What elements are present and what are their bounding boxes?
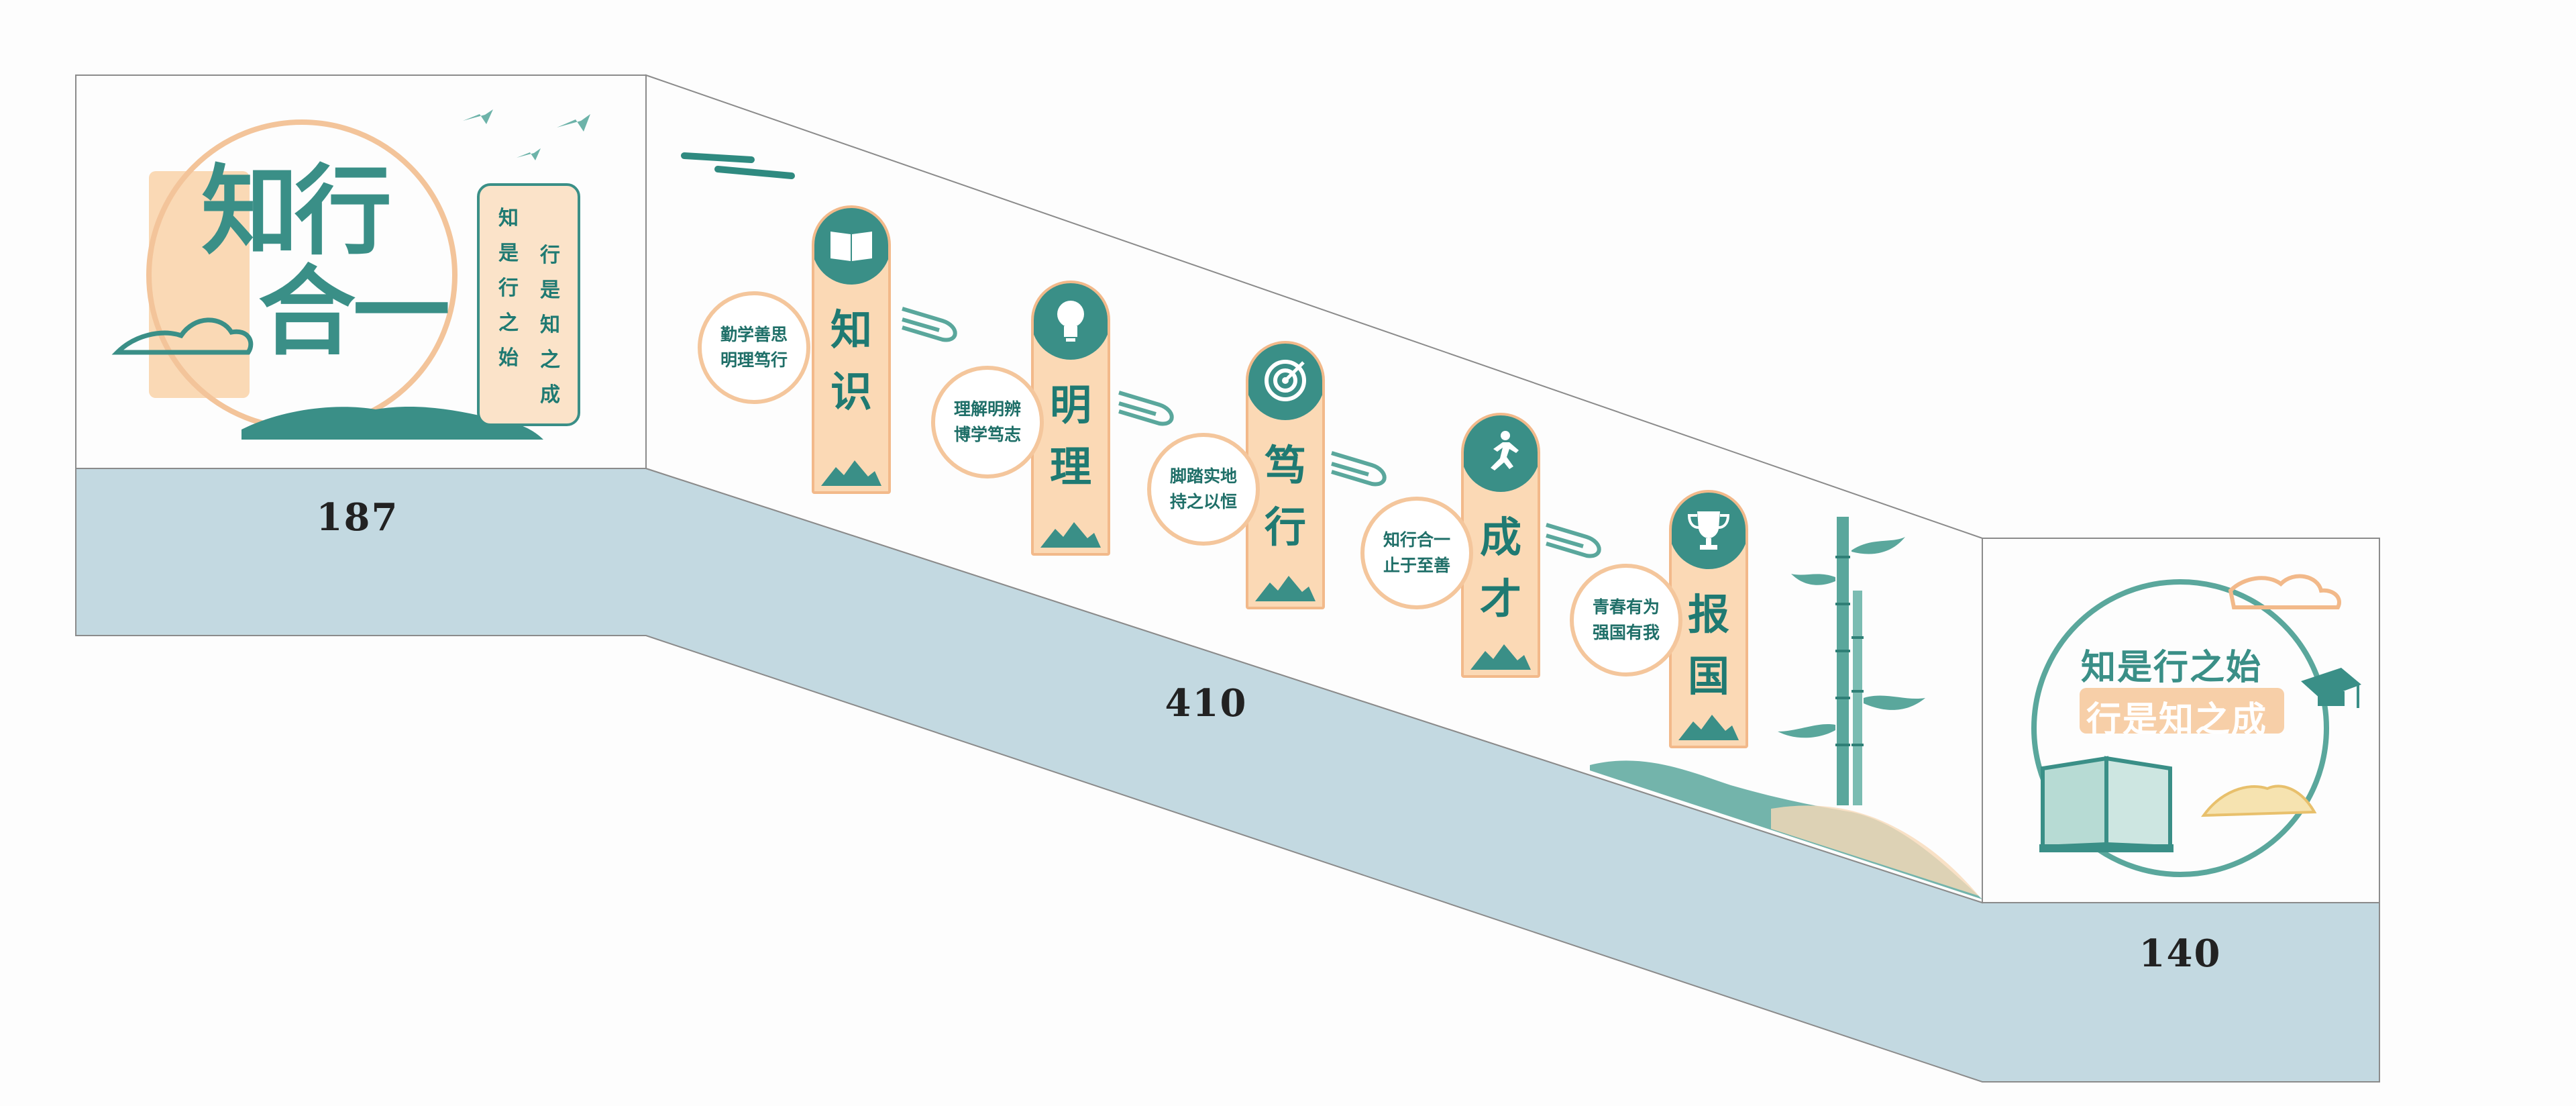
birds-icon	[463, 109, 590, 160]
trophy-icon	[1672, 493, 1746, 569]
connector-arrow-icon	[1331, 451, 1387, 487]
left-cloud-icon	[111, 317, 254, 355]
step-ring: 勤学善思明理笃行	[698, 291, 810, 404]
ring-text-line: 博学笃志	[953, 425, 1021, 444]
dimension-left: 187	[316, 495, 399, 540]
mountain-icon	[1678, 715, 1739, 740]
bamboo-icon	[1778, 517, 1925, 805]
mountain-icon	[1470, 644, 1531, 670]
ring-text-line: 勤学善思	[720, 325, 788, 344]
step-ring: 知行合一止于至善	[1360, 497, 1473, 609]
step-title-char: 明	[1049, 381, 1091, 430]
step-ring: 脚踏实地持之以恒	[1147, 433, 1260, 546]
motto-char: 始	[498, 346, 519, 370]
motto-char: 行	[540, 244, 560, 267]
right-panel-ring	[2031, 579, 2329, 877]
motto-char: 成	[540, 383, 560, 407]
step-title-char: 理	[1049, 442, 1091, 491]
step-banner: 明理	[1031, 281, 1110, 556]
dimension-right: 140	[2139, 932, 2222, 976]
main-title-line2: 合一	[258, 255, 450, 369]
main-title-line1: 知行	[201, 154, 392, 268]
cloud-stroke-icon	[681, 152, 795, 179]
step-banner: 成才	[1461, 413, 1540, 678]
motto-right-column: 行 是 知 之 成	[537, 238, 564, 413]
running-person-icon	[1464, 415, 1538, 492]
ring-text-line: 脚踏实地	[1169, 466, 1237, 486]
right-motto-highlight	[2080, 688, 2284, 734]
step-title-char: 识	[830, 367, 872, 416]
right-motto-line2: 行是知之成	[2086, 700, 2268, 740]
ring-text-line: 青春有为	[1592, 597, 1660, 617]
step-title-char: 成	[1479, 513, 1521, 562]
step-title-char: 行	[1264, 503, 1306, 552]
right-mountain-icon	[2201, 785, 2317, 817]
step-title-char: 报	[1687, 590, 1729, 639]
mountain-icon	[1040, 522, 1101, 548]
ring-text-line: 知行合一	[1383, 530, 1450, 550]
ring-text-line: 强国有我	[1592, 623, 1660, 642]
ring-text-line: 持之以恒	[1169, 492, 1237, 511]
step-title-char: 笃	[1264, 441, 1306, 490]
left-hills	[241, 406, 543, 440]
connector-arrow-icon	[1546, 523, 1601, 558]
step-title-char: 国	[1687, 652, 1729, 701]
motto-char: 知	[540, 313, 560, 337]
motto-char: 行	[498, 276, 519, 300]
motto-char: 是	[540, 279, 560, 302]
ring-text-line: 明理笃行	[720, 350, 788, 370]
step-banner: 知识	[812, 205, 891, 494]
mountain-icon	[1255, 576, 1316, 601]
right-motto-line1: 知是行之始	[2081, 648, 2263, 688]
step-banner: 笃行	[1246, 341, 1325, 609]
ring-text-line: 理解明辨	[953, 399, 1021, 419]
motto-char: 是	[498, 242, 519, 265]
dimension-middle: 410	[1165, 681, 1248, 725]
left-peach-block	[149, 171, 250, 398]
open-book-icon	[814, 208, 888, 285]
connector-arrow-icon	[902, 307, 957, 342]
ring-text-line: 止于至善	[1383, 556, 1450, 575]
graduation-cap-icon	[2301, 668, 2361, 708]
slanted-wall-hills-peach	[1771, 805, 1979, 896]
step-ring: 理解明辨博学笃志	[931, 366, 1044, 479]
left-motto-scroll	[477, 183, 580, 426]
open-book-illustration-icon	[2039, 756, 2174, 852]
right-cloud-icon	[2228, 574, 2341, 609]
motto-char: 之	[540, 348, 560, 372]
step-ring: 青春有为强国有我	[1570, 564, 1682, 676]
step-banner: 报国	[1669, 490, 1748, 748]
step-title-char: 知	[830, 305, 872, 354]
motto-left-column: 知 是 行 之 始	[495, 201, 522, 376]
step-connector-arrows	[902, 307, 1601, 558]
mountain-icon	[821, 460, 881, 486]
connector-arrow-icon	[1118, 391, 1174, 426]
step-title-char: 才	[1479, 574, 1521, 623]
motto-char: 之	[498, 311, 519, 335]
lightbulb-icon	[1034, 283, 1108, 360]
target-icon	[1248, 344, 1322, 420]
motto-char: 知	[498, 207, 519, 230]
